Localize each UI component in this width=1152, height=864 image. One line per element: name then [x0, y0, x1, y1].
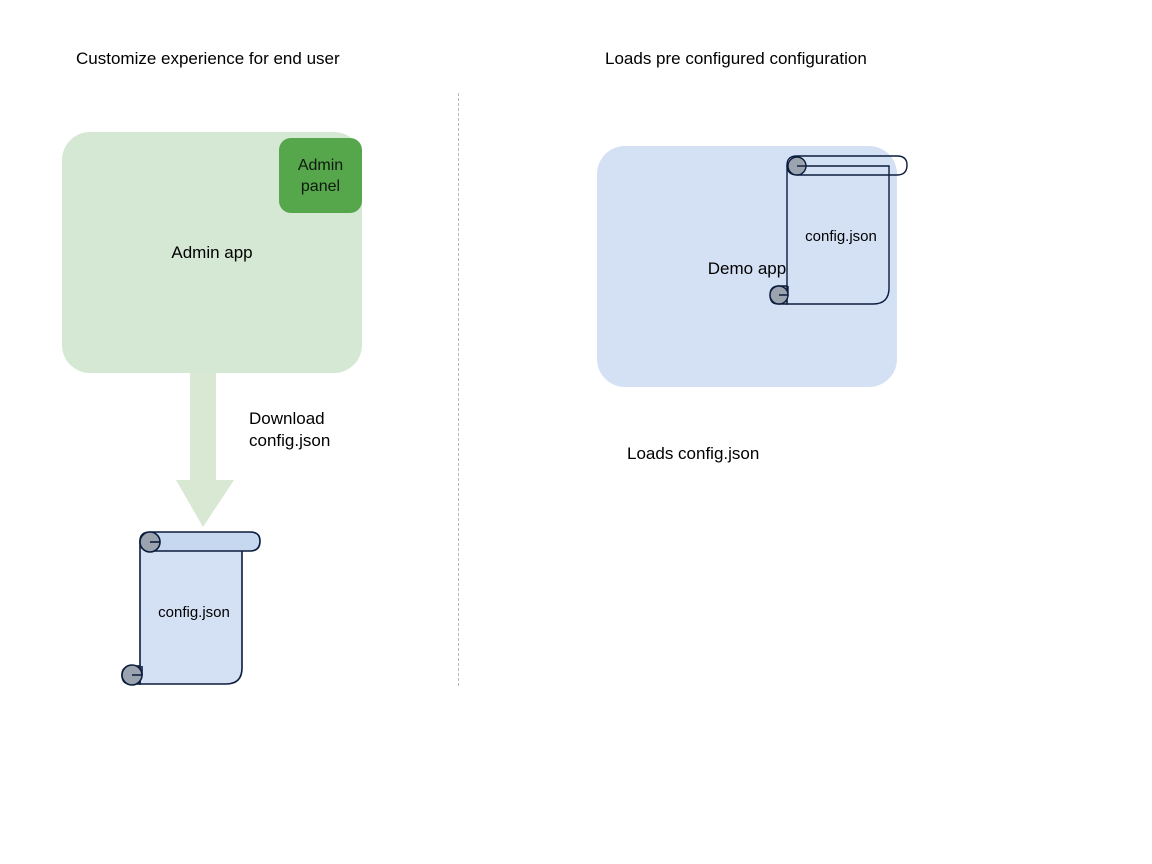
right-column-title: Loads pre configured configuration [605, 49, 867, 68]
download-arrow [176, 330, 234, 530]
admin-panel-label: Admin panel [298, 155, 343, 197]
config-json-document-right[interactable]: config.json [769, 154, 911, 314]
column-divider [458, 93, 459, 686]
download-arrow-label: Download config.json [249, 408, 330, 452]
demo-app-box[interactable]: Demo app [597, 146, 897, 387]
loads-config-caption: Loads config.json [627, 444, 760, 463]
admin-panel-label-line2: panel [300, 177, 341, 195]
demo-app-label: Demo app [707, 259, 787, 278]
config-json-label-right: config.json [805, 228, 877, 245]
download-arrow-label-line2: config.json [249, 431, 331, 450]
config-json-label-left: config.json [158, 604, 230, 621]
admin-panel-label-line1: Admin [297, 156, 344, 174]
download-arrow-label-line1: Download [249, 409, 325, 428]
admin-panel-chip[interactable]: Admin panel [279, 138, 362, 213]
config-json-document-left[interactable]: config.json [121, 530, 264, 690]
admin-app-label: Admin app [171, 243, 253, 262]
left-column-title: Customize experience for end user [76, 49, 340, 68]
